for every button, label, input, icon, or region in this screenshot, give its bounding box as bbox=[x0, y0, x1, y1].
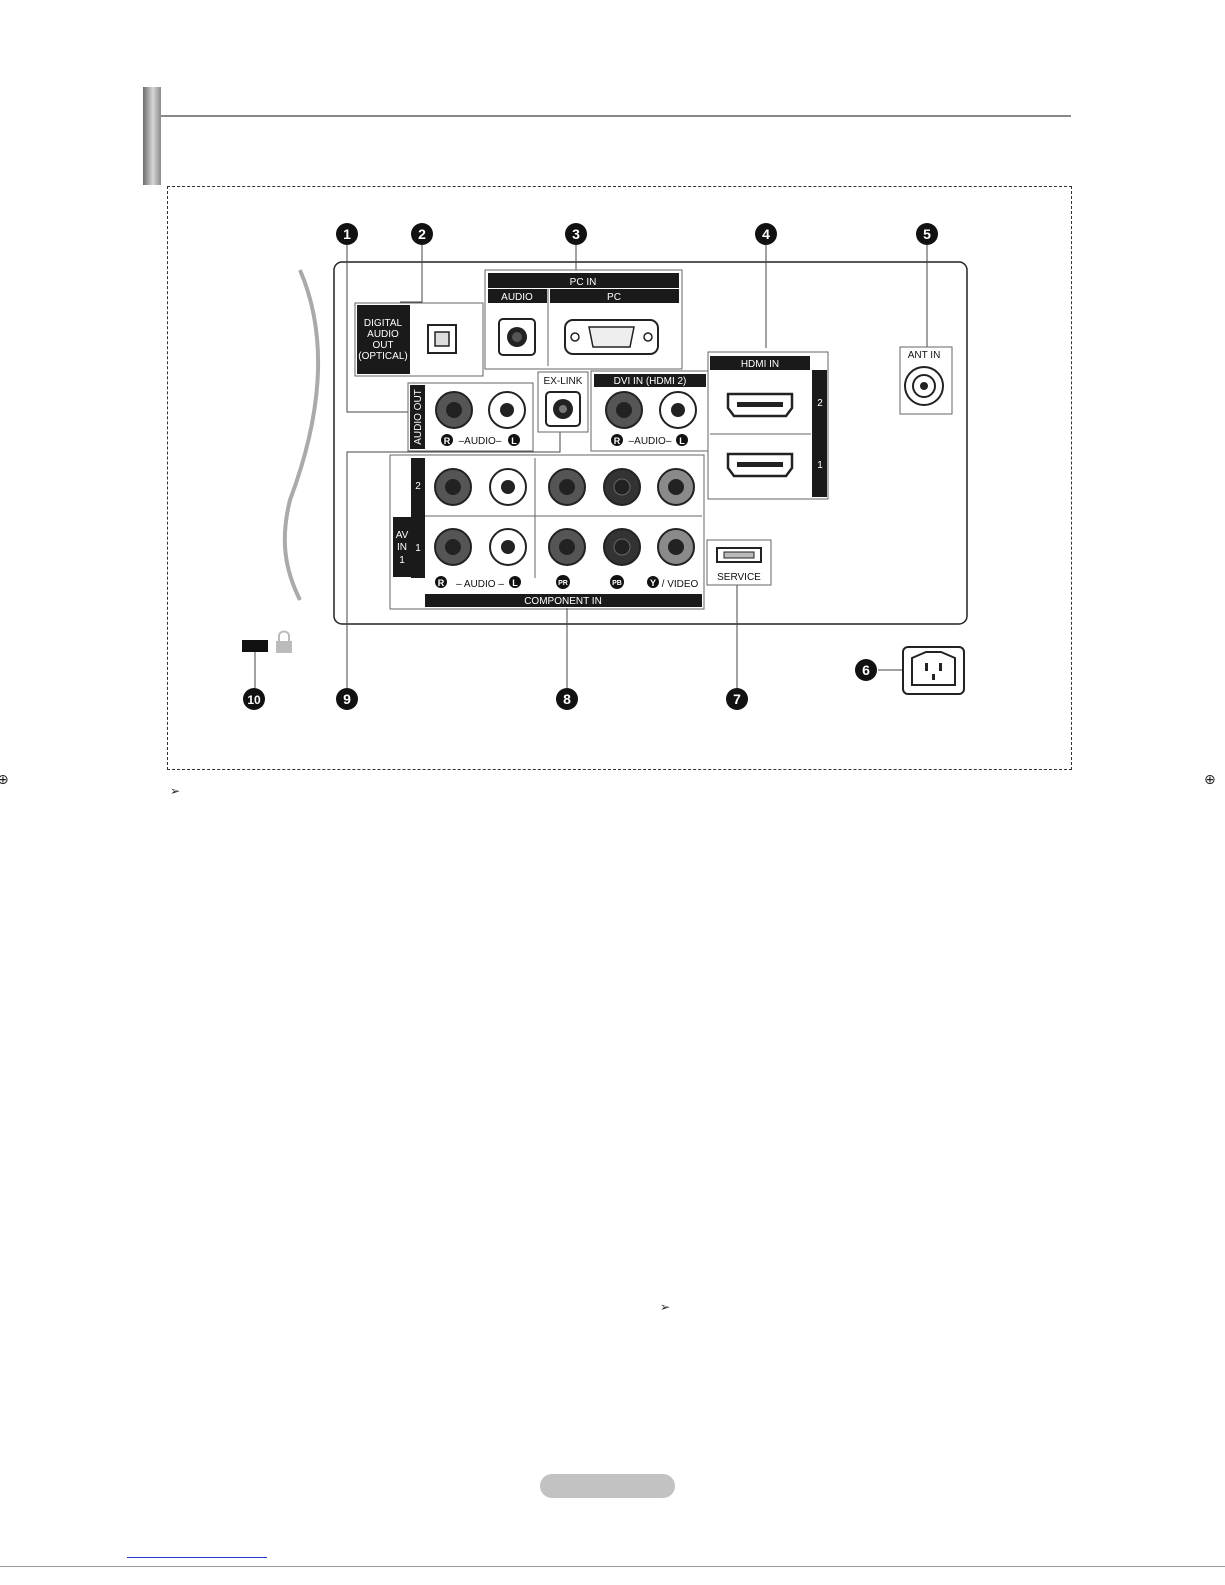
callout-3: 3 bbox=[572, 226, 580, 242]
av-row-2-label: 2 bbox=[415, 481, 421, 492]
audio-out-l-label: L bbox=[511, 436, 517, 446]
component-in-label: COMPONENT IN bbox=[524, 596, 602, 607]
footer-link-line bbox=[127, 1557, 267, 1558]
audio-out-audio-label: –AUDIO– bbox=[459, 436, 502, 447]
callout-8: 8 bbox=[563, 691, 571, 707]
dvi-audio-label: –AUDIO– bbox=[629, 436, 672, 447]
av-l-label: L bbox=[512, 578, 518, 588]
ant-in-label: ANT IN bbox=[908, 350, 941, 361]
ex-link-label: EX-LINK bbox=[544, 376, 583, 387]
audio-out-r-label: R bbox=[444, 436, 451, 446]
page-number-pill bbox=[540, 1474, 675, 1498]
av-audio-label: – AUDIO – bbox=[456, 579, 504, 590]
callout-6: 6 bbox=[862, 662, 870, 678]
av-in-label-1: AV bbox=[396, 530, 409, 541]
kensington-slot bbox=[242, 640, 268, 652]
footer-rule bbox=[0, 1566, 1225, 1567]
av-row-1-label: 1 bbox=[415, 543, 421, 554]
callout-2: 2 bbox=[418, 226, 426, 242]
audio-out-title: AUDIO OUT bbox=[413, 389, 424, 445]
digital-label-2: AUDIO bbox=[367, 329, 399, 340]
digital-label-4: (OPTICAL) bbox=[358, 351, 407, 362]
hdmi-port-2-label: 2 bbox=[817, 398, 823, 409]
pc-label: PC bbox=[607, 292, 621, 303]
pc-in-title: PC IN bbox=[570, 277, 597, 288]
hdmi-port-1-label: 1 bbox=[817, 460, 823, 471]
y-label: Y bbox=[650, 578, 656, 588]
rear-panel-diagram: DIGITAL AUDIO OUT (OPTICAL) PC IN AUDIO … bbox=[0, 0, 1225, 800]
note-arrow-icon: ➢ bbox=[660, 1300, 670, 1314]
video-label: / VIDEO bbox=[662, 579, 699, 590]
callout-4: 4 bbox=[762, 226, 770, 242]
pc-audio-label: AUDIO bbox=[501, 292, 533, 303]
pr-label: PR bbox=[558, 580, 568, 587]
av-in-label-3: 1 bbox=[399, 555, 405, 566]
callout-9: 9 bbox=[343, 691, 351, 707]
hdmi-in-title: HDMI IN bbox=[741, 359, 779, 370]
service-label: SERVICE bbox=[717, 572, 761, 583]
callout-7: 7 bbox=[733, 691, 741, 707]
lock-icon bbox=[276, 632, 292, 654]
callout-5: 5 bbox=[923, 226, 931, 242]
digital-label-3: OUT bbox=[372, 340, 393, 351]
pb-label: PB bbox=[612, 580, 622, 587]
av-in-label-2: IN bbox=[397, 542, 407, 553]
dvi-in-title: DVI IN (HDMI 2) bbox=[614, 376, 687, 387]
dvi-l-label: L bbox=[679, 436, 685, 446]
callout-1: 1 bbox=[343, 226, 351, 242]
callout-10: 10 bbox=[247, 693, 261, 707]
dvi-r-label: R bbox=[614, 436, 621, 446]
av-r-label: R bbox=[438, 578, 445, 588]
digital-label-1: DIGITAL bbox=[364, 318, 403, 329]
tv-side-curve bbox=[285, 270, 318, 600]
